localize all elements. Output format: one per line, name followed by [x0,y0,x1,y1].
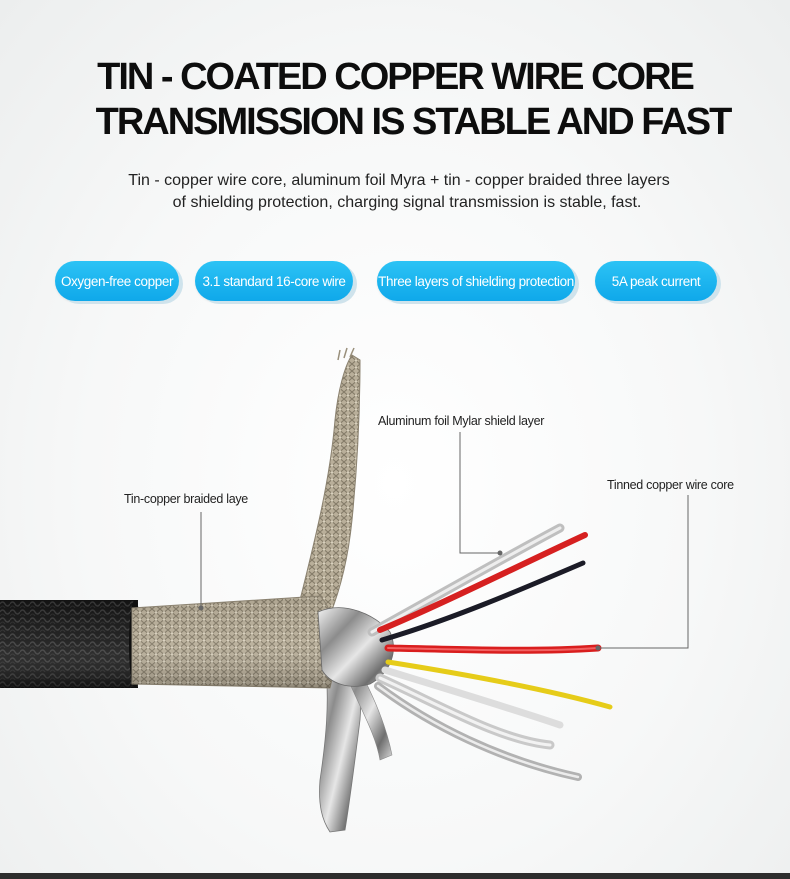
feature-pill-16-core-wire: 3.1 standard 16-core wire [195,261,353,301]
outer-jacket [0,600,141,688]
description-line-2: of shielding protection, charging signal… [172,194,642,211]
callout-leader-lines [198,432,689,651]
feature-pill-oxygen-free-copper: Oxygen-free copper [55,261,179,301]
feature-pill-peak-current: 5A peak current [595,261,717,301]
bottom-bar [0,873,790,879]
cable-cross-section-image [0,347,689,833]
callout-braided-layer: Tin-copper braided laye [124,492,248,506]
wire-bundle [367,523,613,781]
callout-copper-core: Tinned copper wire core [607,478,734,492]
braid-strands-upper [299,347,361,616]
feature-pill-shielding: Three layers of shielding protection [377,261,575,301]
callout-foil-shield: Aluminum foil Mylar shield layer [378,414,545,428]
headline-line-1: TIN - COATED COPPER WIRE CORE [97,56,695,98]
braided-shield [131,595,336,689]
headline-line-2: TRANSMISSION IS STABLE AND FAST [95,101,733,143]
description-line-1: Tin - copper wire core, aluminum foil My… [128,172,670,189]
